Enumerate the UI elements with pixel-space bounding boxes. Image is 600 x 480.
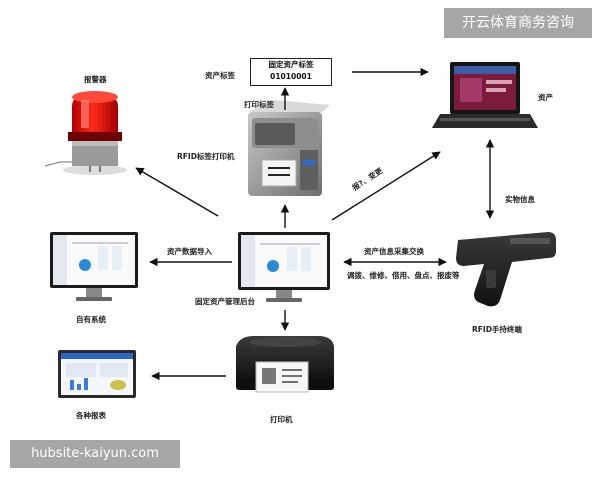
label-asset: 资产	[538, 92, 553, 103]
label-printer: 打印机	[270, 414, 293, 425]
alarm-icon	[45, 91, 127, 175]
label-operations: 调拨、维修、借用、盘点、报废等	[347, 270, 460, 281]
label-rfid-printer: RFID标签打印机	[177, 151, 234, 162]
asset-platform-monitor-icon	[238, 232, 330, 302]
label-collect-exchange: 资产信息采集交换	[364, 246, 424, 257]
arrow-platform-to-asset	[332, 152, 440, 220]
arrow-printer-to-alarm	[136, 168, 218, 216]
label-asset-tag: 资产标签	[205, 70, 235, 81]
label-export-data: 资产数据导入	[167, 246, 212, 257]
label-reports: 各种报表	[76, 410, 106, 421]
rfid-handheld-icon	[456, 232, 556, 306]
printer-icon	[236, 336, 334, 392]
label-print-tag: 打印标签	[244, 99, 274, 110]
reports-screen-icon	[58, 350, 136, 398]
asset-tag-title: 固定资产标签	[251, 59, 331, 71]
label-asset-platform: 固定资产管理后台	[195, 296, 255, 307]
label-own-system: 自有系统	[76, 314, 106, 325]
label-alarm: 报警器	[84, 74, 107, 85]
label-rfid-handheld: RFID手持终端	[472, 324, 522, 335]
own-system-monitor-icon	[50, 232, 138, 301]
asset-tag-box: 固定资产标签 01010001	[250, 58, 332, 86]
label-physical-info: 实物信息	[505, 194, 535, 205]
rfid-tag-printer-icon	[248, 100, 330, 196]
laptop-icon	[432, 62, 538, 128]
asset-tag-code: 01010001	[251, 71, 331, 83]
